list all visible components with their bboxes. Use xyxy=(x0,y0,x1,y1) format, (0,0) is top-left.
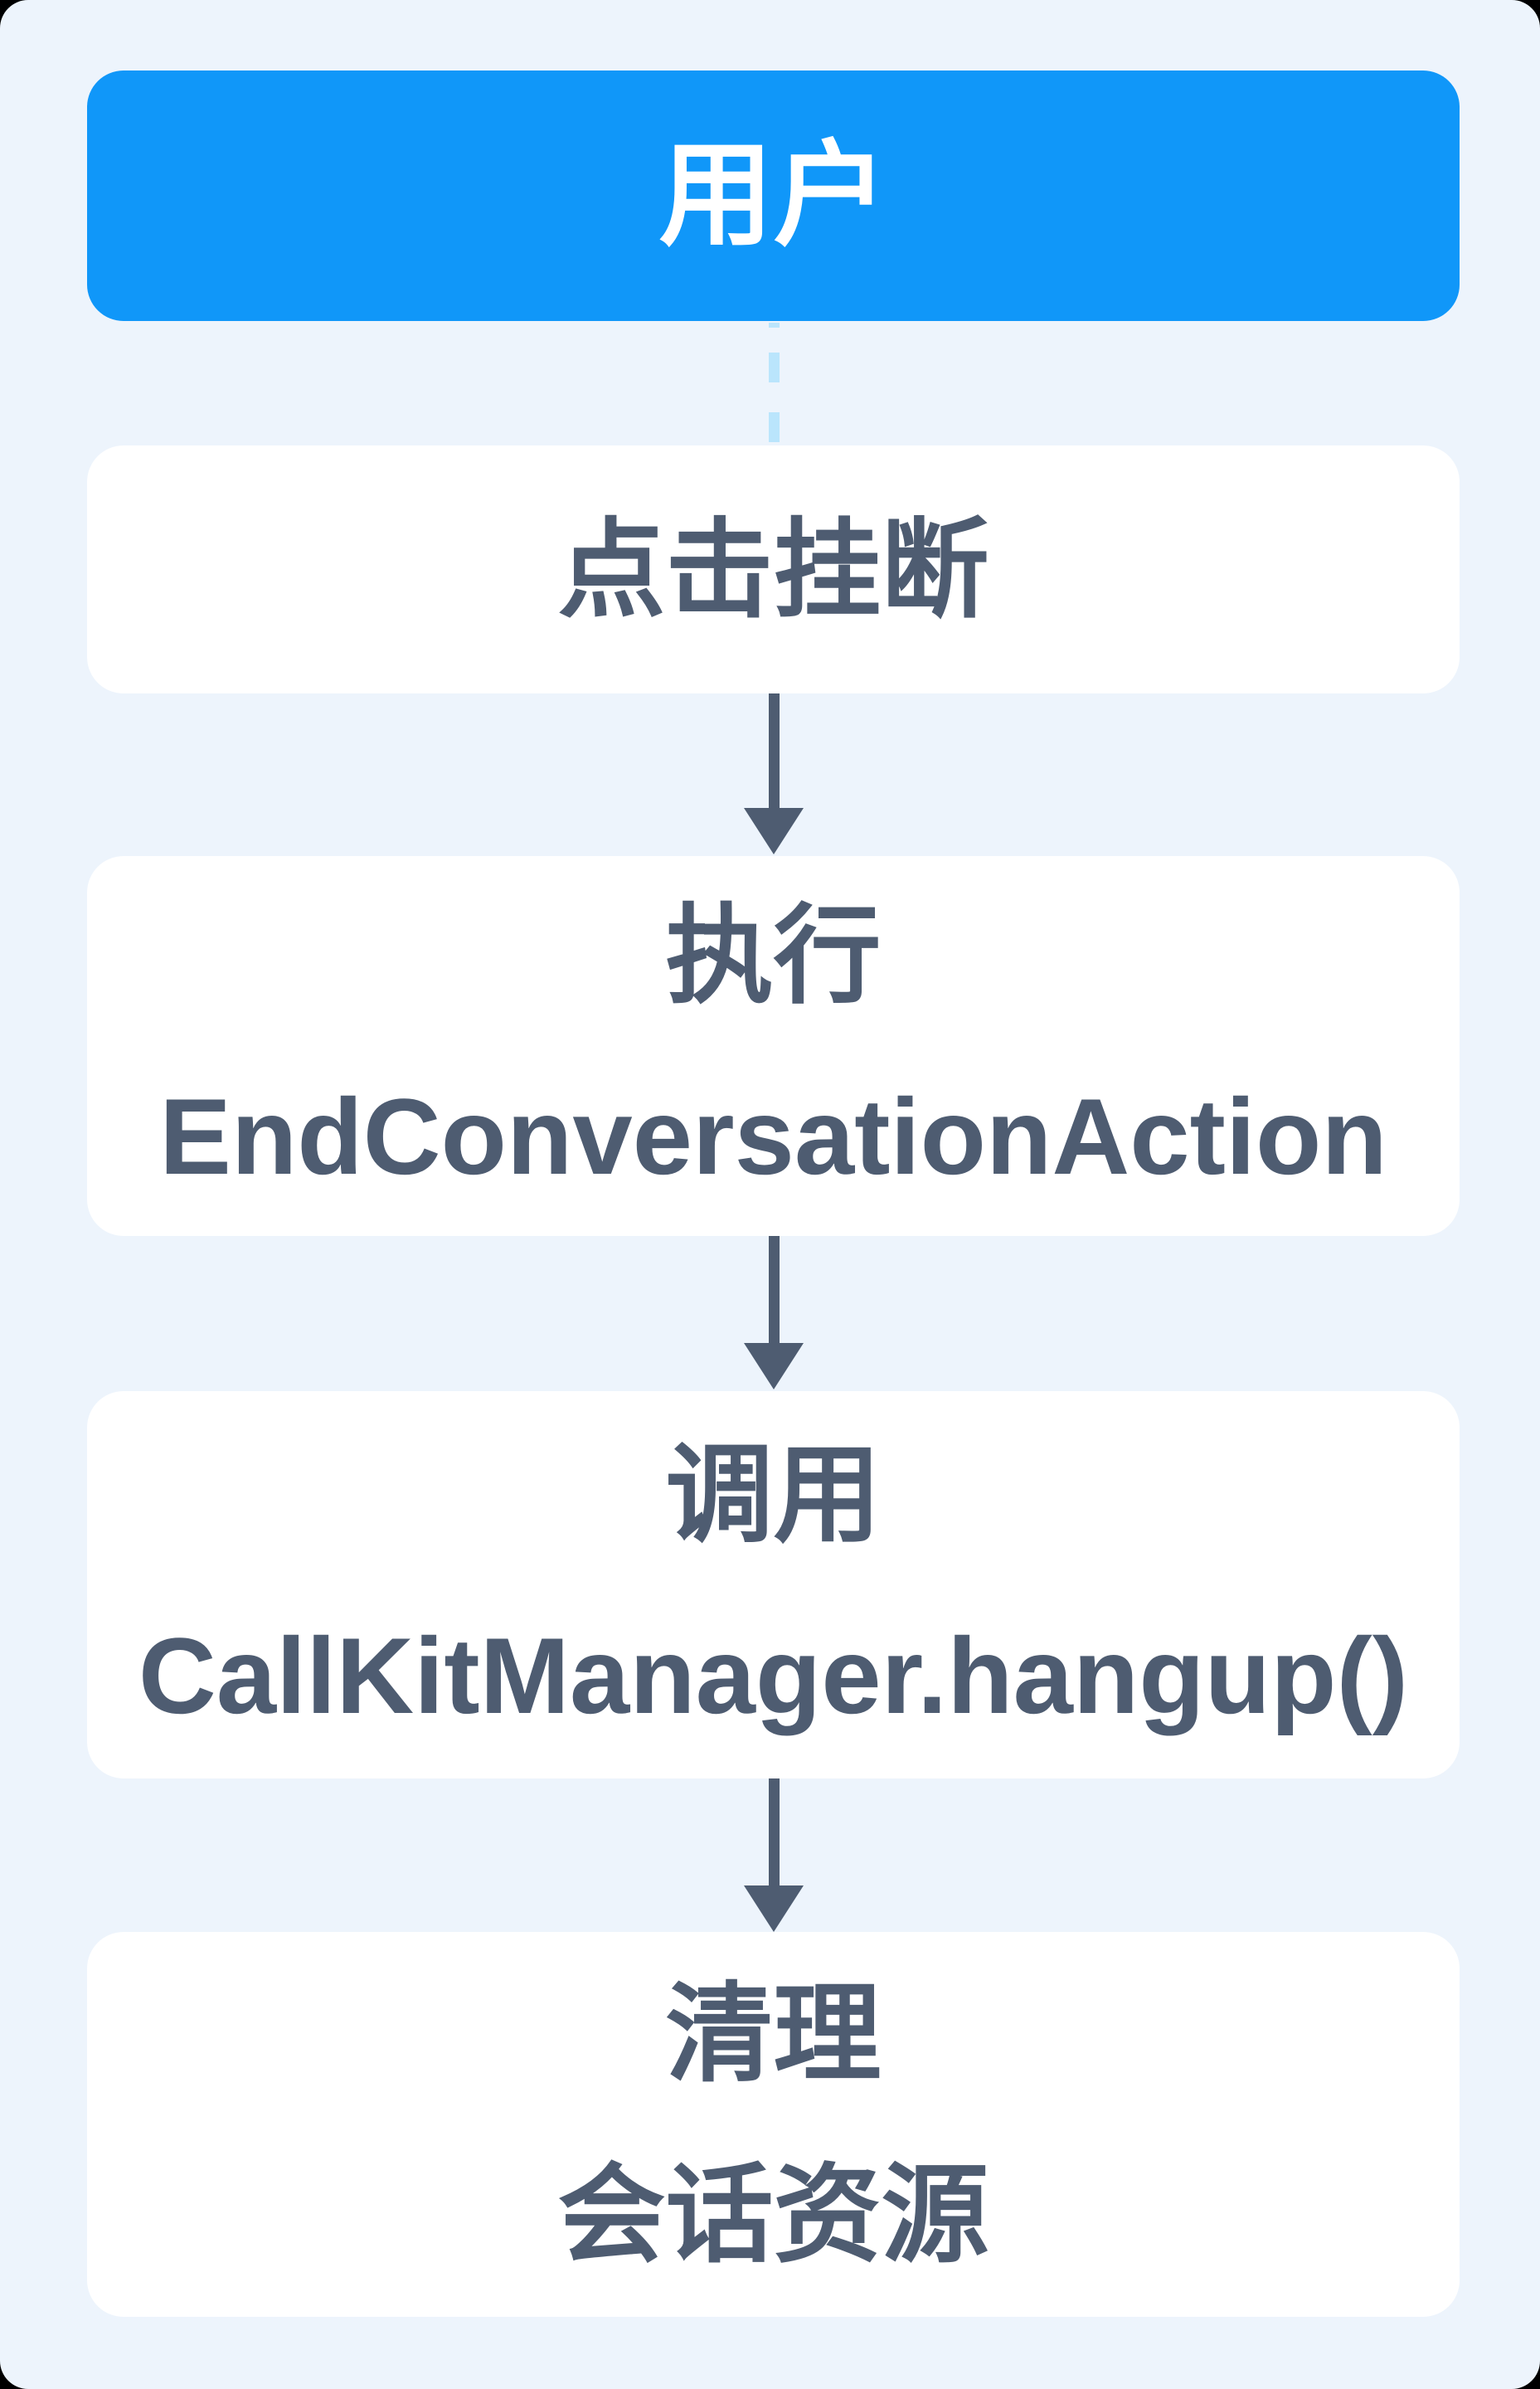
arrow-shaft xyxy=(769,1778,780,1886)
arrow-head xyxy=(744,808,804,854)
node-label-line1: 清理 xyxy=(665,1973,882,2095)
flow-node-click-hangup: 点击挂断 xyxy=(87,445,1460,693)
dash-segment xyxy=(769,323,780,328)
node-label-line2: CallKitManager.hangup() xyxy=(138,1614,1409,1736)
node-label: 用户 xyxy=(658,132,888,260)
node-label: 点击挂断 xyxy=(557,508,989,630)
node-label-line1: 执行 xyxy=(665,895,882,1016)
flow-node-execute-end-conversation-action: 执行 EndConversationAction xyxy=(87,856,1460,1236)
node-label-line2: 会话资源 xyxy=(557,2154,989,2275)
arrow-shaft xyxy=(769,1236,780,1344)
flow-node-user: 用户 xyxy=(87,71,1460,321)
flow-node-call-callkit-hangup: 调用 CallKitManager.hangup() xyxy=(87,1391,1460,1778)
dash-segment xyxy=(769,412,780,442)
node-label-line1: 调用 xyxy=(665,1433,882,1555)
node-label-line2: EndConversationAction xyxy=(159,1076,1387,1197)
arrow-shaft xyxy=(769,693,780,810)
flow-node-cleanup-session-resources: 清理 会话资源 xyxy=(87,1932,1460,2317)
arrow-head xyxy=(744,1885,804,1932)
dashed-connector-user-to-click-hangup xyxy=(769,323,780,445)
dash-segment xyxy=(769,353,780,382)
arrow-head xyxy=(744,1343,804,1389)
